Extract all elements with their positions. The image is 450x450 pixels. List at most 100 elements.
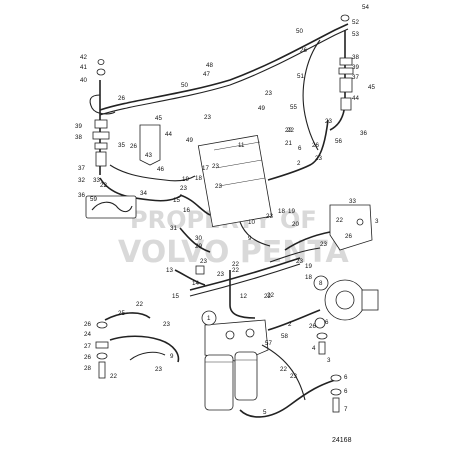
hose-13 [174, 269, 206, 286]
callout: 15 [173, 197, 180, 204]
mid-right-pipe [284, 231, 331, 251]
fuel-cooler [197, 134, 273, 228]
callout: 26 [309, 323, 316, 330]
clip-detail-box [85, 195, 137, 219]
callout: 26 [84, 321, 91, 328]
bolt-28 [98, 361, 106, 379]
callout: 26 [300, 47, 307, 54]
main-diagonal-pipe [189, 257, 301, 291]
callout: 23 [315, 155, 322, 162]
filter-bracket-port-b [245, 328, 255, 338]
right-bracket-hole [356, 218, 364, 226]
callout: 4 [312, 345, 316, 352]
callout: 11 [238, 142, 245, 149]
callout: 24 [84, 331, 91, 338]
callout: 27 [84, 343, 91, 350]
callout: 22 [232, 261, 239, 268]
callout: 44 [352, 95, 359, 102]
callout: 21 [285, 140, 292, 147]
hose-9 [129, 351, 166, 361]
bolt-7 [332, 397, 340, 413]
right-curve-pipe [302, 39, 321, 151]
callout: 22 [232, 267, 239, 274]
callout: 23 [217, 271, 224, 278]
callout: 18 [278, 208, 285, 215]
callout: 35 [118, 142, 125, 149]
callout: 22 [110, 373, 117, 380]
callout: 23 [325, 118, 332, 125]
cooler-pipe-down [239, 221, 271, 247]
callout: 16 [183, 207, 190, 214]
marker-circle-1 [201, 310, 217, 326]
left-top-nut [96, 68, 106, 76]
callout: 13 [166, 267, 173, 274]
callout: 47 [203, 71, 210, 78]
cooler-pipe-right [267, 119, 329, 181]
callout: 6 [298, 145, 302, 152]
left-lower-pipe-b [109, 164, 196, 182]
filter-outlet-pipe [267, 309, 321, 331]
fitting-6b [330, 388, 342, 396]
callout: 23 [215, 183, 222, 190]
callout: 20 [292, 221, 299, 228]
watermark-line-2: VOLVO PENTA [118, 235, 350, 270]
callout: 23 [296, 258, 303, 265]
callouts-top-right: 54 52 53 50 51 26 39 38 37 45 44 36 56 5… [287, 4, 375, 167]
callout: 23 [155, 366, 162, 373]
callout: 31 [170, 225, 177, 232]
callout: 19 [305, 263, 312, 270]
mid-right-pipe-b [269, 247, 321, 263]
callout: 28 [84, 365, 91, 372]
callout: 38 [352, 54, 359, 61]
hose-25 [104, 312, 151, 321]
callout: 22 [264, 293, 271, 300]
callout: 42 [80, 54, 87, 61]
circled-markers: 1 8 [201, 275, 329, 326]
cooler-pipe-left [179, 194, 211, 216]
callout: 37 [352, 74, 359, 81]
hose-30 [179, 227, 211, 253]
marker-label-1: 1 [207, 315, 211, 322]
callout: 23 [204, 114, 211, 121]
left-fitting-b [92, 131, 110, 140]
callout: 18 [305, 274, 312, 281]
pipe-12 [229, 270, 256, 319]
callout: 26 [84, 354, 91, 361]
callout: 55 [290, 104, 297, 111]
callout: 57 [265, 340, 272, 347]
callout: 56 [335, 138, 342, 145]
fuel-filter-right [234, 351, 258, 401]
left-top-washer [97, 59, 105, 65]
callout: 48 [206, 62, 213, 69]
callout: 46 [157, 166, 164, 173]
callout: 33 [349, 198, 356, 205]
callout: 52 [352, 19, 359, 26]
callout: 40 [80, 77, 87, 84]
marker-label-8: 8 [319, 280, 323, 287]
right-fitting-a [339, 57, 353, 66]
callout: 23 [200, 258, 207, 265]
drawing-number: 24168 [332, 437, 352, 444]
callout: 23 [290, 373, 297, 380]
left-bracket [139, 124, 161, 166]
callout: 6 [325, 319, 329, 326]
callout: 23 [320, 241, 327, 248]
feed-pump-hub [335, 290, 355, 310]
marker-circle-8 [313, 275, 329, 291]
hose-24 [109, 335, 180, 363]
left-lower-pipe [99, 177, 183, 202]
fuel-filter-left [204, 354, 234, 411]
callout: 41 [80, 64, 87, 71]
callout: 54 [362, 4, 369, 11]
pipe-5 [239, 379, 336, 418]
callout: 53 [352, 31, 359, 38]
callout: 18 [195, 175, 202, 182]
callout: 30 [195, 235, 202, 242]
right-fitting-d [340, 97, 352, 111]
fitting-6c [316, 332, 328, 340]
fitting-27 [96, 352, 108, 360]
filter-return-pipe [261, 344, 306, 401]
callout: 2 [297, 160, 301, 167]
callout: 26 [345, 233, 352, 240]
